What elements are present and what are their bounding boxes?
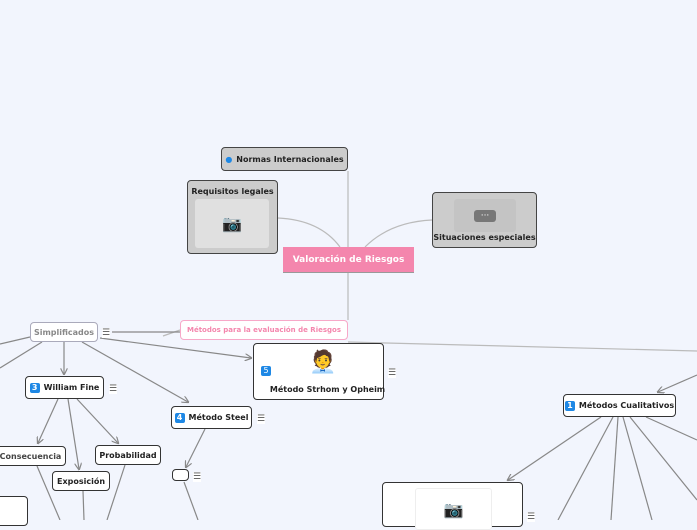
node-metodos-evaluacion[interactable]: Métodos para la evaluación de Riesgos — [180, 320, 348, 340]
notes-icon[interactable]: ☰ — [193, 472, 202, 482]
node-metodo-strhom[interactable]: Método Strhom y Opheim — [253, 343, 385, 400]
person-illustration-icon: 🧑‍💼 — [309, 350, 337, 375]
node-simplificados[interactable]: Simplificados — [30, 322, 98, 342]
notes-icon[interactable]: ☰ — [257, 414, 266, 424]
node-partial[interactable] — [0, 496, 28, 526]
node-exposicion[interactable]: Exposición — [52, 471, 110, 491]
notes-icon[interactable]: ☰ — [527, 512, 536, 522]
camera-icon: 📷 — [195, 199, 269, 248]
camera-icon: 📷 — [415, 488, 492, 530]
node-empty[interactable] — [172, 469, 189, 481]
central-topic[interactable]: Valoración de Riesgos — [283, 247, 414, 273]
node-normas-internacionales[interactable]: ●Normas Internacionales — [221, 147, 348, 171]
globe-icon: ● — [225, 154, 233, 164]
node-probabilidad[interactable]: Probabilidad — [95, 445, 161, 465]
notes-icon[interactable]: ☰ — [109, 384, 118, 394]
node-consecuencia[interactable]: Consecuencia — [0, 446, 66, 466]
more-icon: ··· — [454, 199, 516, 232]
notes-icon[interactable]: ☰ — [102, 328, 111, 338]
notes-icon[interactable]: ☰ — [388, 368, 397, 378]
